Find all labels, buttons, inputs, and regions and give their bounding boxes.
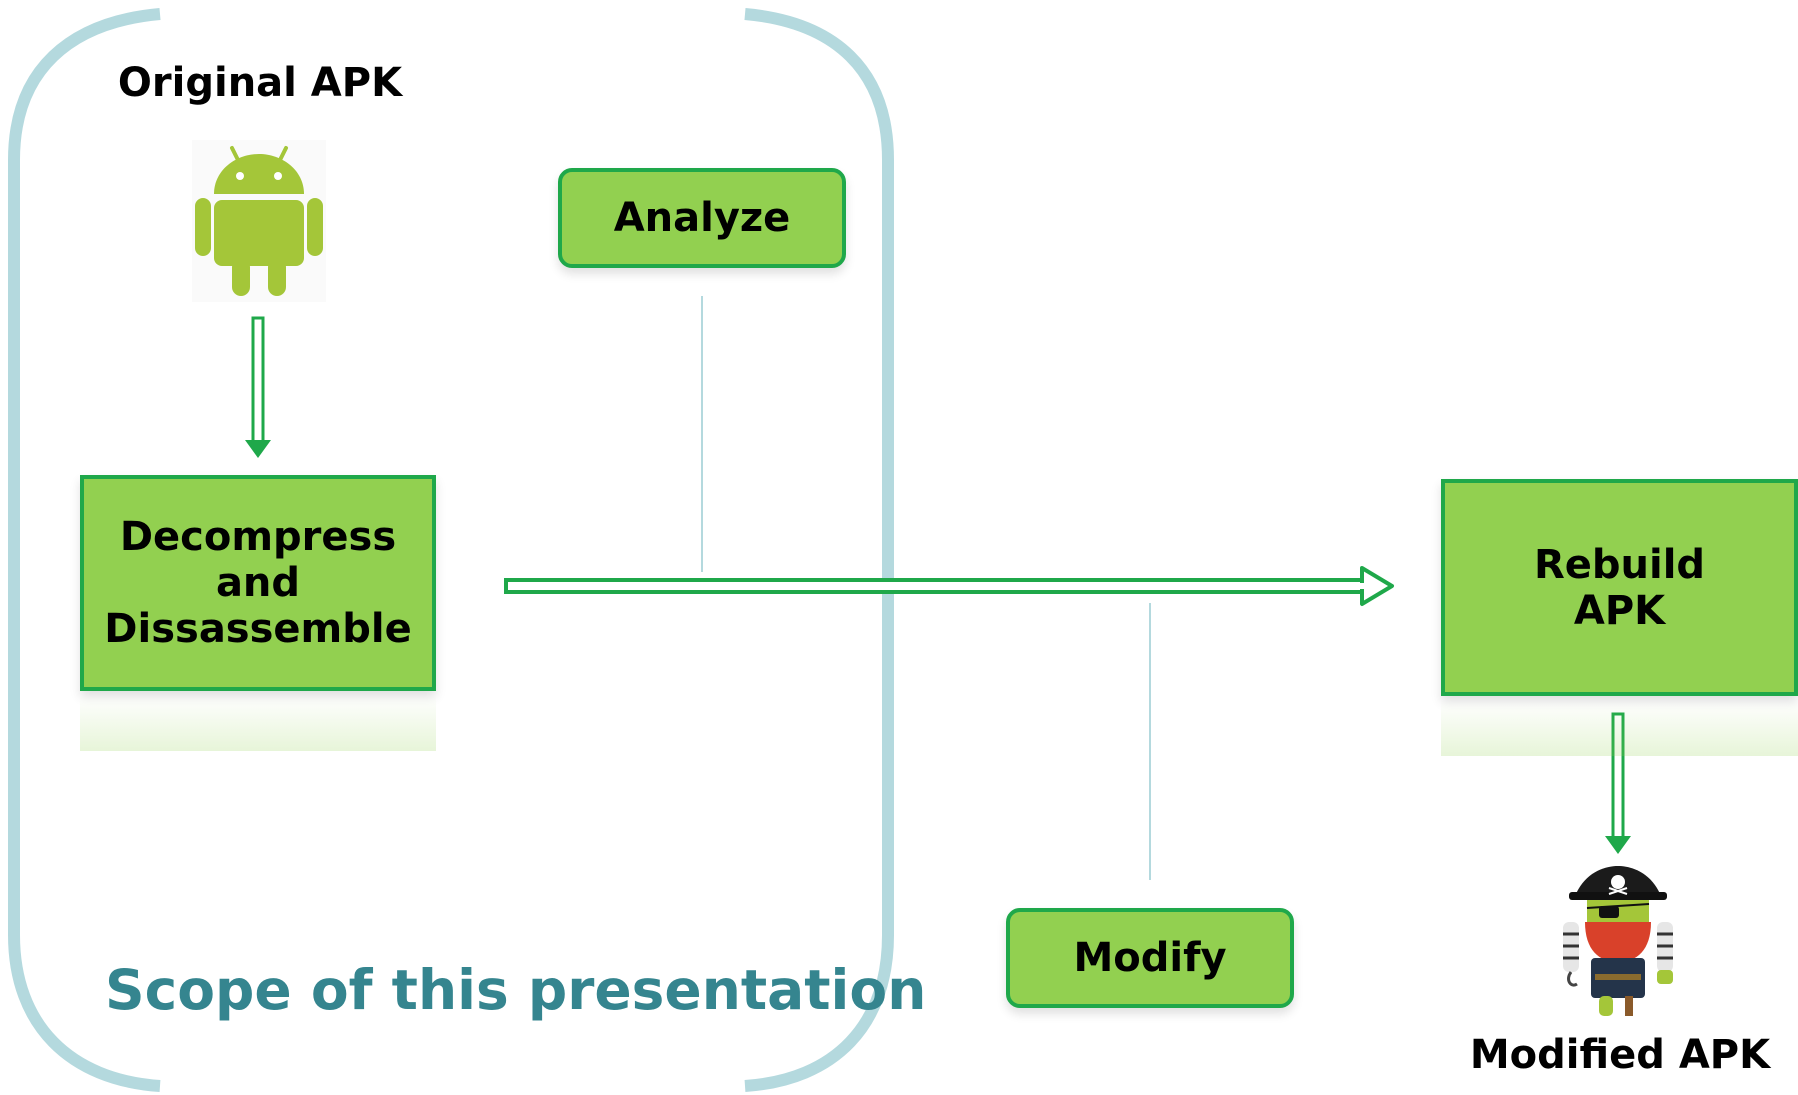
decompress-line-2: and [215,560,301,606]
scope-label: Scope of this presentation [105,958,927,1022]
rebuild-line-2: APK [1573,587,1666,634]
down-arrow-original [245,316,271,458]
decompress-reflection [80,695,436,751]
main-flow-arrow [504,566,1394,606]
rebuild-box: Rebuild APK [1441,479,1798,696]
modified-apk-label: Modified APK [1469,1032,1771,1078]
pirate-android-icon [1563,866,1673,1016]
decompress-box: Decompress and Dissassemble [80,475,436,691]
modify-box: Modify [1006,908,1294,1008]
decompress-line-3: Dissassemble [104,606,412,652]
original-apk-label: Original APK [117,60,403,106]
android-robot-icon [192,140,326,302]
analyze-box: Analyze [558,168,846,268]
scope-bracket-left [7,8,161,1092]
rebuild-reflection [1441,700,1798,756]
rebuild-line-1: Rebuild [1533,541,1706,588]
decompress-line-1: Decompress [119,514,397,560]
analyze-label: Analyze [613,195,791,241]
down-arrow-rebuild [1605,712,1631,854]
modify-label: Modify [1073,935,1227,981]
scope-bracket-right [744,8,894,1092]
